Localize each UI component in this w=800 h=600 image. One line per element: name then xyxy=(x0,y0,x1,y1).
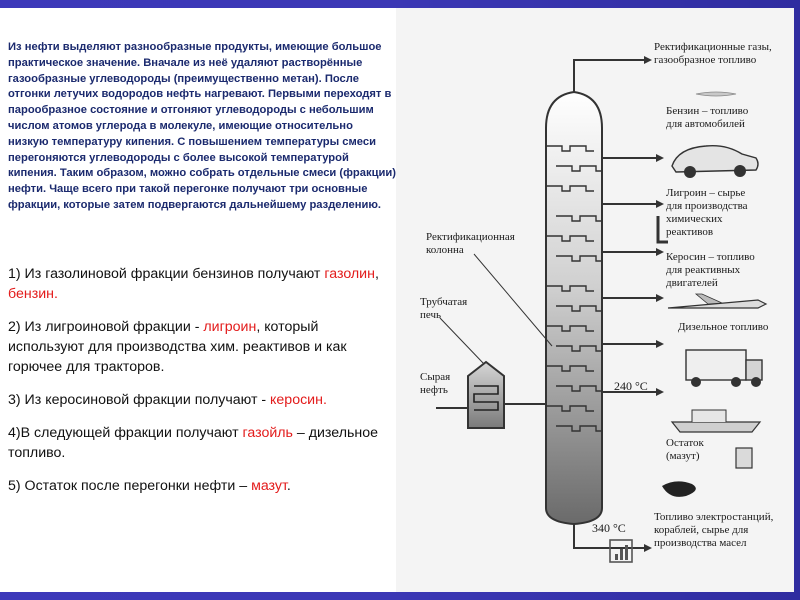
text-panel: Из нефти выделяют разнообразные продукты… xyxy=(0,8,396,592)
furnace-label: Трубчатая печь xyxy=(420,296,467,321)
outlet-pipes xyxy=(573,59,658,549)
temperature-340: 340 °С xyxy=(592,521,626,535)
svg-text:двигателей: двигателей xyxy=(666,277,718,289)
product-label: Керосин – топливо для реактивных двигате… xyxy=(666,251,755,289)
svg-text:колонна: колонна xyxy=(426,244,464,256)
outlet-arrows xyxy=(644,56,664,552)
column-trays xyxy=(546,145,602,432)
fuel-oil-icon xyxy=(662,481,696,497)
highlight-term: газолин xyxy=(324,266,375,282)
svg-text:Дизельное топливо: Дизельное топливо xyxy=(678,321,769,333)
svg-text:Лигроин – сырье: Лигроин – сырье xyxy=(666,187,745,199)
svg-text:печь: печь xyxy=(420,309,441,321)
chemical-flask-icon xyxy=(656,216,668,244)
svg-text:Сырая: Сырая xyxy=(420,371,450,383)
highlight-term: бензин. xyxy=(8,286,58,302)
distillation-diagram: Ректификационные газы, газообразное топл… xyxy=(396,8,794,592)
distillation-svg: Ректификационные газы, газообразное топл… xyxy=(420,41,774,563)
svg-text:газообразное топливо: газообразное топливо xyxy=(654,54,757,66)
rectification-column xyxy=(545,90,603,526)
column-label: Ректификационная колонна xyxy=(426,231,515,256)
temperature-240: 240 °С xyxy=(614,379,648,393)
svg-text:кораблей, сырье для: кораблей, сырье для xyxy=(654,524,748,536)
car-icon xyxy=(671,144,759,178)
svg-text:нефть: нефть xyxy=(420,384,448,396)
oil-canister-icon xyxy=(735,447,753,469)
product-label: Остаток (мазут) xyxy=(666,437,705,462)
gas-flame-icon xyxy=(695,91,737,97)
leader-lines xyxy=(439,253,553,365)
fraction-item: 2) Из лигроиновой фракции - лигроин, кот… xyxy=(8,319,347,375)
svg-text:для производства: для производства xyxy=(666,200,748,212)
highlight-term: лигроин xyxy=(203,319,257,335)
svg-text:Трубчатая: Трубчатая xyxy=(420,296,467,308)
fraction-item: 4)В следующей фракции получают газойль –… xyxy=(8,425,378,461)
fraction-item: 5) Остаток после перегонки нефти – мазут… xyxy=(8,478,291,494)
chart-watermark-icon xyxy=(609,539,633,563)
svg-text:Керосин – топливо: Керосин – топливо xyxy=(666,251,755,263)
jet-plane-icon xyxy=(667,293,768,309)
fraction-item: 1) Из газолиновой фракции бензинов получ… xyxy=(8,266,379,302)
svg-text:химических: химических xyxy=(666,213,723,225)
product-label: Ректификационные газы, газообразное топл… xyxy=(654,41,772,66)
svg-text:Топливо электростанций,: Топливо электростанций, xyxy=(654,511,774,523)
product-label: Лигроин – сырье для производства химичес… xyxy=(666,187,748,238)
crude-oil-label: Сырая нефть xyxy=(420,371,450,396)
highlight-term: газойль xyxy=(242,425,293,441)
tube-furnace xyxy=(467,360,546,429)
highlight-term: керосин. xyxy=(270,392,327,408)
product-label: Бензин – топливо для автомобилей xyxy=(666,105,749,130)
svg-text:Остаток: Остаток xyxy=(666,437,705,449)
ship-icon xyxy=(670,409,762,433)
svg-text:Ректификационные газы,: Ректификационные газы, xyxy=(654,41,772,53)
svg-text:производства масел: производства масел xyxy=(654,537,747,549)
svg-text:Бензин – топливо: Бензин – топливо xyxy=(666,105,749,117)
svg-text:Ректификационная: Ректификационная xyxy=(426,231,515,243)
svg-text:реактивов: реактивов xyxy=(666,226,713,238)
svg-text:(мазут): (мазут) xyxy=(666,450,700,462)
fraction-list: 1) Из газолиновой фракции бензинов получ… xyxy=(8,264,394,509)
svg-text:для автомобилей: для автомобилей xyxy=(666,118,745,130)
fraction-item: 3) Из керосиновой фракции получают - кер… xyxy=(8,392,327,408)
intro-paragraph: Из нефти выделяют разнообразные продукты… xyxy=(8,41,396,211)
svg-text:для реактивных: для реактивных xyxy=(666,264,741,276)
truck-icon xyxy=(685,349,763,387)
highlight-term: мазут xyxy=(251,478,287,494)
product-label: Топливо электростанций, кораблей, сырье … xyxy=(654,511,774,549)
product-label: Дизельное топливо xyxy=(678,321,769,333)
